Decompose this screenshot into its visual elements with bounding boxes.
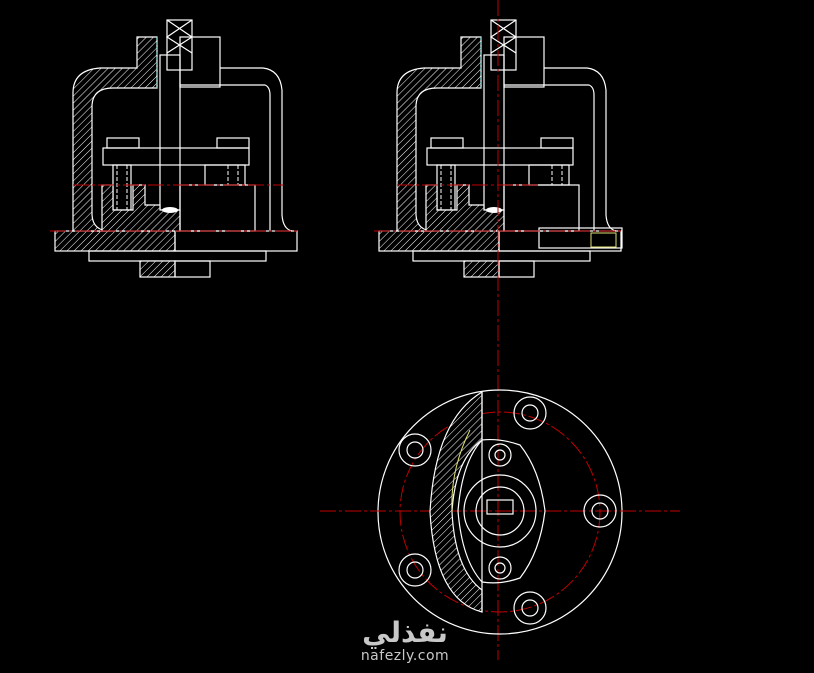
watermark-arabic: نفذلي	[362, 616, 448, 649]
side-flange	[538, 227, 623, 249]
hub-circle	[463, 474, 537, 548]
highlight-detail	[590, 232, 617, 248]
square-key	[486, 499, 514, 515]
bolt-holes	[398, 396, 617, 625]
front-section-view	[50, 19, 300, 278]
top-view	[320, 389, 680, 635]
side-section-view	[374, 19, 624, 278]
bolt-circle	[399, 411, 601, 613]
hatched-section	[429, 390, 483, 613]
watermark: نفذلي nafezly.com	[352, 616, 458, 665]
watermark-domain: nafezly.com	[360, 648, 450, 664]
diamond-flange	[457, 438, 546, 584]
outer-flange-circle	[377, 389, 623, 635]
